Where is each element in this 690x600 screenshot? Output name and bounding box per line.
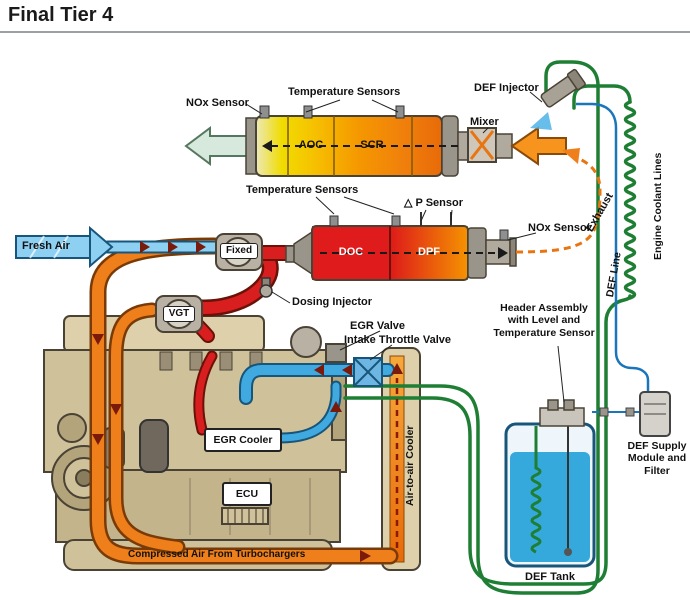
ecu-label: ECU — [222, 482, 272, 506]
dpf-label: DPF — [418, 246, 440, 258]
page-title: Final Tier 4 — [8, 4, 114, 26]
def-injector-label: DEF Injector — [474, 82, 539, 94]
def-tank — [504, 422, 596, 568]
egr-cooler-label: EGR Cooler — [204, 428, 282, 452]
temperature-sensors-top-label: Temperature Sensors — [288, 86, 401, 98]
scr-label: SCR — [360, 139, 384, 151]
egr-valve-part — [325, 343, 347, 363]
air-to-air-cooler-label: Air-to-air Cooler — [404, 425, 416, 506]
blue-air-pipes — [101, 240, 395, 444]
exhaust-inlet-arrow — [510, 126, 567, 166]
intake-throttle-valve-part — [353, 357, 383, 387]
flow-dashes — [272, 145, 602, 548]
aoc-scr-assembly — [184, 105, 469, 177]
callout-lines — [245, 91, 565, 403]
def-tank-label: DEF Tank — [525, 571, 575, 583]
compressed-air-label: Compressed Air From Turbochargers — [128, 549, 306, 560]
mixer-label: Mixer — [470, 116, 499, 128]
fresh-air-arrow — [15, 225, 114, 269]
vgt-turbo-label: VGT — [163, 306, 195, 322]
engine-coolant-lines — [343, 60, 637, 595]
dosing-injector-part — [259, 277, 273, 298]
engine-block — [43, 315, 347, 571]
nox-sensor-top-label: NOx Sensor — [186, 97, 249, 109]
temperature-sensors-mid-label: Temperature Sensors — [246, 184, 359, 196]
fresh-air-label: Fresh Air — [22, 240, 70, 252]
nox-sensor-mid-label: NOx Sensor — [528, 222, 591, 234]
title-rule — [0, 31, 690, 33]
intake-throttle-valve-label: Intake Throttle Valve — [344, 334, 451, 346]
delta-p-sensor-label: △ P Sensor — [404, 197, 464, 209]
def-supply-module-part — [599, 391, 671, 437]
tank-heater-coil — [530, 426, 542, 554]
fixed-turbo-label: Fixed — [220, 243, 258, 259]
dosing-injector-label: Dosing Injector — [292, 296, 373, 308]
aoc-label: AOC — [298, 139, 324, 151]
mixer — [467, 127, 513, 163]
header-assembly-part — [539, 399, 585, 427]
engine-coolant-lines-label: Engine Coolant Lines — [652, 152, 664, 260]
egr-valve-label: EGR Valve — [350, 320, 406, 332]
doc-label: DOC — [338, 246, 364, 258]
flow-arrows — [92, 140, 580, 562]
coolant-coil — [623, 100, 637, 300]
header-assembly-label: Header Assembly with Level and Temperatu… — [493, 302, 595, 339]
doc-dpf-assembly — [285, 212, 517, 281]
def-supply-module-label: DEF Supply Module and Filter — [627, 440, 687, 477]
def-injector-part — [530, 68, 586, 130]
